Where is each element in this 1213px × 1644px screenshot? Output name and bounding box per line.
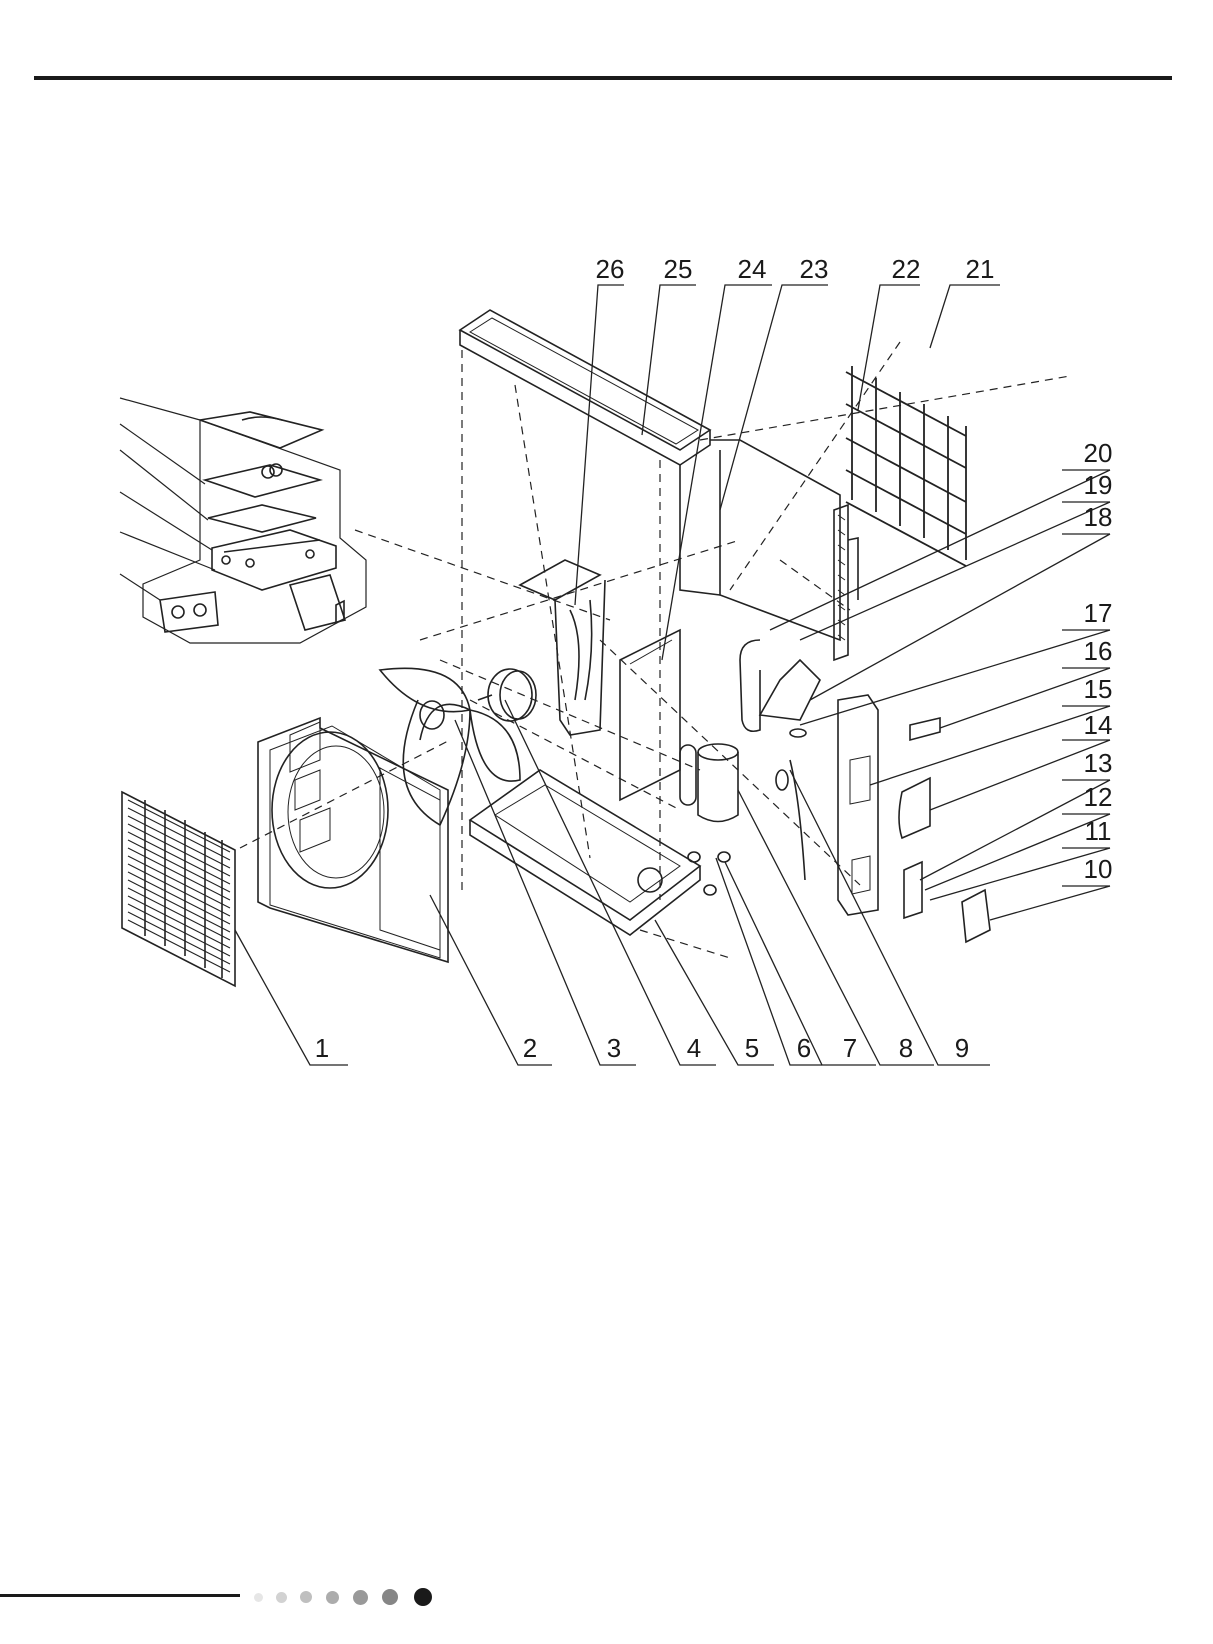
callout-25: 25 (664, 254, 693, 284)
front-panel (258, 718, 448, 962)
callout-23: 23 (800, 254, 829, 284)
page-dot-3 (300, 1591, 312, 1603)
front-grille (122, 792, 235, 986)
right-side-plate (838, 695, 878, 915)
footer-rule (0, 1594, 240, 1597)
chassis (470, 770, 700, 935)
callout-10: 10 (1084, 854, 1113, 884)
condenser-coil (834, 505, 858, 660)
page-dot-6 (382, 1589, 398, 1605)
valve-pipes (740, 640, 820, 731)
callout-5: 5 (745, 1033, 759, 1063)
page-indicator (254, 1585, 464, 1609)
left-leader-lines (120, 398, 215, 600)
callout-leaders (235, 285, 1110, 1065)
callout-16: 16 (1084, 636, 1113, 666)
callouts-right: 20 19 18 17 16 15 14 13 12 11 10 (1084, 438, 1113, 884)
callout-26: 26 (596, 254, 625, 284)
rear-grille (846, 366, 966, 566)
callout-1: 1 (315, 1033, 329, 1063)
fan-motor (478, 669, 536, 721)
page-dot-4 (326, 1591, 339, 1604)
callout-18: 18 (1084, 502, 1113, 532)
top-cover (460, 310, 710, 465)
callout-13: 13 (1084, 748, 1113, 778)
callout-15: 15 (1084, 674, 1113, 704)
page-dot-7 (414, 1588, 432, 1606)
callout-20: 20 (1084, 438, 1113, 468)
page-dot-2 (276, 1592, 287, 1603)
valve-support (904, 862, 922, 918)
callout-7: 7 (843, 1033, 857, 1063)
callout-9: 9 (955, 1033, 969, 1063)
valve-support-plate (910, 718, 940, 740)
callout-19: 19 (1084, 470, 1113, 500)
callout-22: 22 (892, 254, 921, 284)
callout-11: 11 (1085, 816, 1112, 846)
page-dot-5 (353, 1590, 368, 1605)
callouts-top: 26 25 24 23 22 21 (596, 254, 995, 284)
callout-17: 17 (1084, 598, 1113, 628)
callout-24: 24 (738, 254, 767, 284)
handle-cover (899, 778, 930, 838)
callout-8: 8 (899, 1033, 913, 1063)
side-plate (680, 440, 840, 640)
page-dot-1 (254, 1593, 263, 1602)
callout-6: 6 (797, 1033, 811, 1063)
callout-4: 4 (687, 1033, 701, 1063)
callout-12: 12 (1084, 782, 1113, 812)
isolation-sheet (620, 630, 680, 800)
callout-3: 3 (607, 1033, 621, 1063)
valve-assembly (776, 729, 806, 880)
axial-fan (380, 668, 520, 825)
callout-2: 2 (523, 1033, 537, 1063)
electrical-cover (962, 890, 990, 942)
callout-21: 21 (966, 254, 995, 284)
callout-14: 14 (1084, 710, 1113, 740)
